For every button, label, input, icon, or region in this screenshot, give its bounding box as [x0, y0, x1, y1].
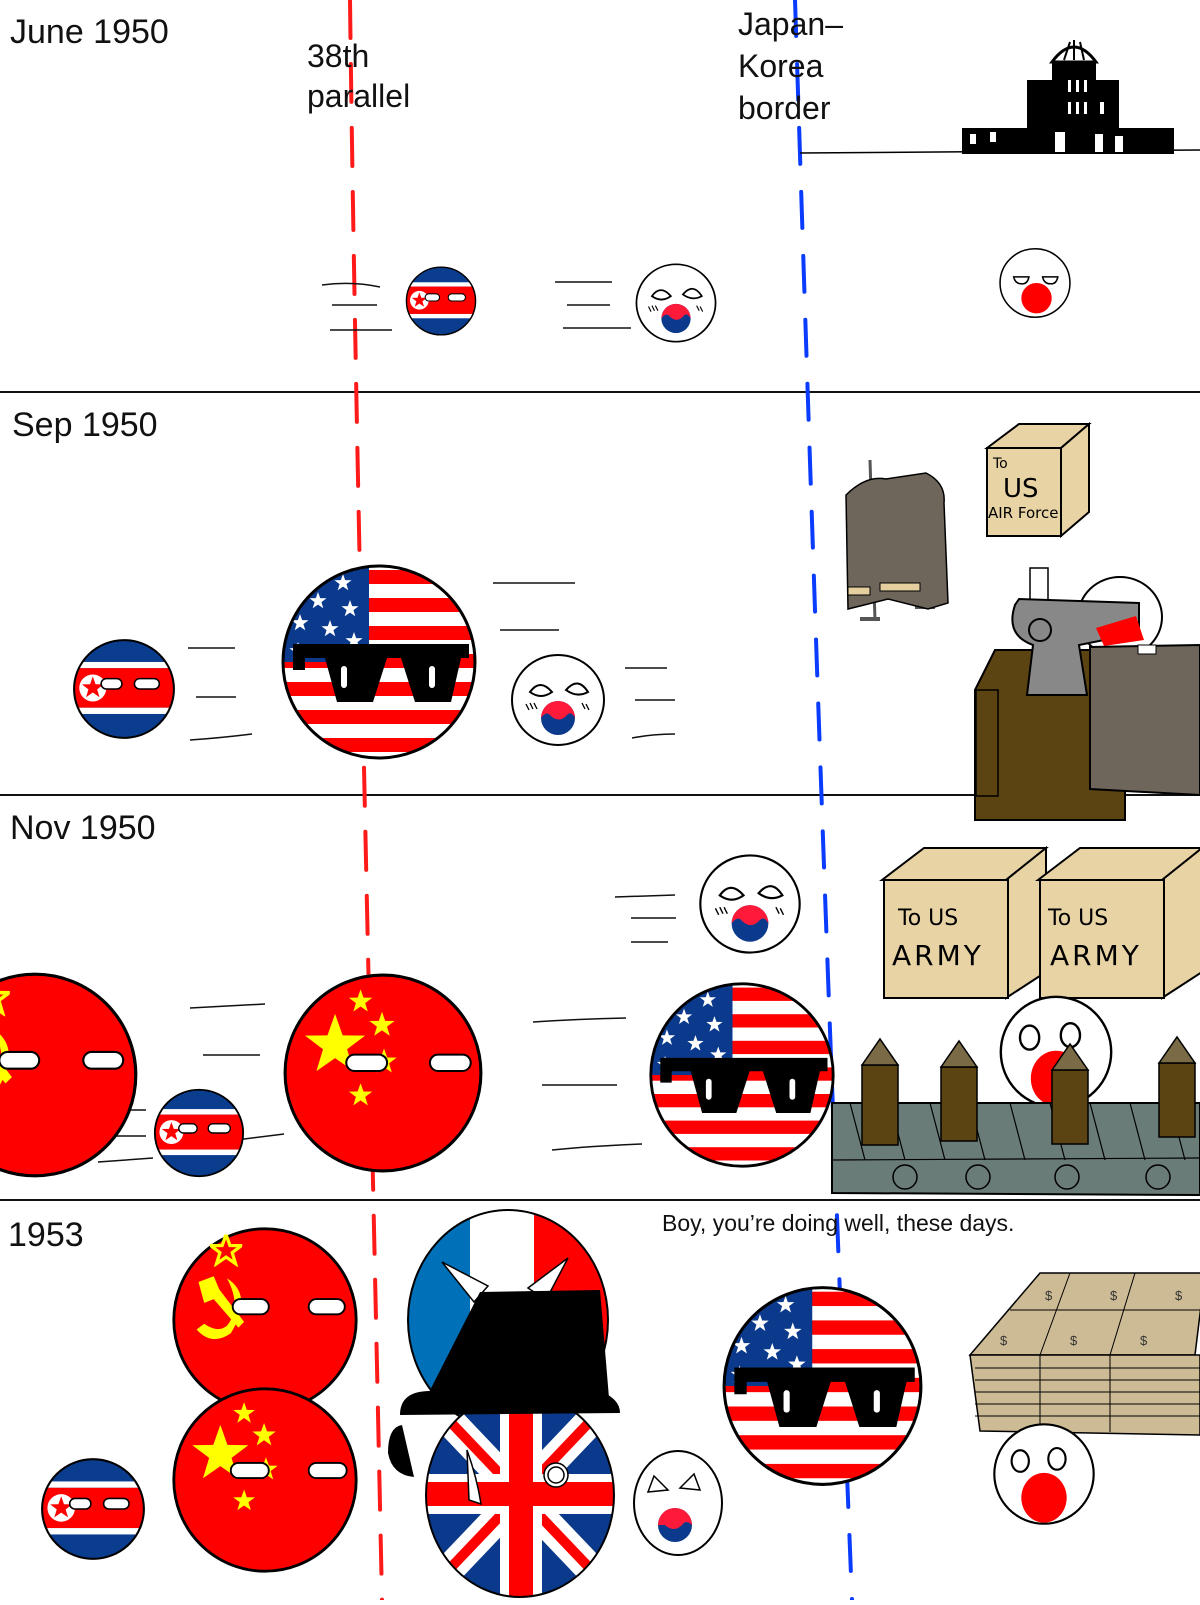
dollar-sign: $	[1045, 1288, 1053, 1303]
speech-caption: Boy, you’re doing well, these days.	[662, 1210, 1015, 1236]
annotation-38th: 38th	[307, 38, 370, 74]
hiroshima-dome-icon	[799, 40, 1200, 154]
box-text-to: To	[992, 456, 1008, 472]
annotation-korea: Korea	[738, 48, 824, 84]
usa-ball	[720, 1284, 925, 1489]
north-korea-ball	[40, 1456, 146, 1562]
panel-sep-1950: To US AIR Force	[72, 421, 1200, 821]
ussr-ball	[174, 1229, 356, 1411]
dollar-sign: $	[1070, 1333, 1078, 1348]
annotation-japan: Japan–	[738, 6, 843, 42]
panel-june-1950	[321, 40, 1200, 343]
north-korea-ball	[153, 1087, 245, 1179]
china-ball	[285, 975, 481, 1171]
japan-korea-border-line	[793, 0, 854, 1602]
supply-box-army-2: To US ARMY	[1035, 847, 1200, 1000]
dollar-sign: $	[1110, 1288, 1118, 1303]
box-text-airforce: AIR Force	[988, 504, 1058, 522]
38th-parallel-line	[348, 0, 384, 1602]
china-ball	[174, 1389, 356, 1571]
panel-nov-1950: To US ARMY To US ARMY	[0, 845, 1200, 1197]
south-korea-ball	[511, 654, 605, 746]
sewing-station-icon	[974, 567, 1200, 821]
annotation-border: border	[738, 90, 831, 126]
money-stack-icon: $ $ $ $ $ $	[968, 1272, 1200, 1436]
box-text: To US	[1047, 906, 1108, 931]
north-korea-ball	[405, 265, 477, 337]
panel-label-nov-1950: Nov 1950	[10, 809, 156, 847]
box-text: To US	[897, 906, 958, 931]
box-text-us: US	[1003, 474, 1039, 504]
japan-ball	[993, 1423, 1095, 1525]
panel-1953: $ $ $ $ $ $	[40, 1209, 1200, 1598]
ammo-shells-icon	[860, 1035, 1197, 1146]
usa-ball	[647, 980, 837, 1170]
north-korea-ball	[72, 637, 176, 741]
south-korea-ball	[635, 263, 717, 343]
box-text: ARMY	[892, 939, 984, 972]
uk-ball	[388, 1290, 620, 1598]
dollar-sign: $	[1140, 1333, 1148, 1348]
jacket-rack-icon	[845, 459, 949, 621]
japan-ball	[999, 248, 1071, 319]
dollar-sign: $	[1175, 1288, 1183, 1303]
south-korea-ball	[699, 854, 801, 954]
dollar-sign: $	[1000, 1333, 1008, 1348]
panel-label-sep-1950: Sep 1950	[12, 406, 158, 444]
ussr-ball	[0, 974, 136, 1176]
south-korea-ball	[633, 1450, 723, 1556]
annotation-parallel: parallel	[307, 78, 411, 114]
usa-ball	[279, 562, 479, 762]
supply-box-air-force: To US AIR Force	[984, 421, 1092, 539]
box-text: ARMY	[1050, 939, 1142, 972]
panel-label-june-1950: June 1950	[10, 13, 169, 51]
supply-box-army-1: To US ARMY	[879, 845, 1049, 1000]
panel-label-1953: 1953	[8, 1216, 84, 1254]
